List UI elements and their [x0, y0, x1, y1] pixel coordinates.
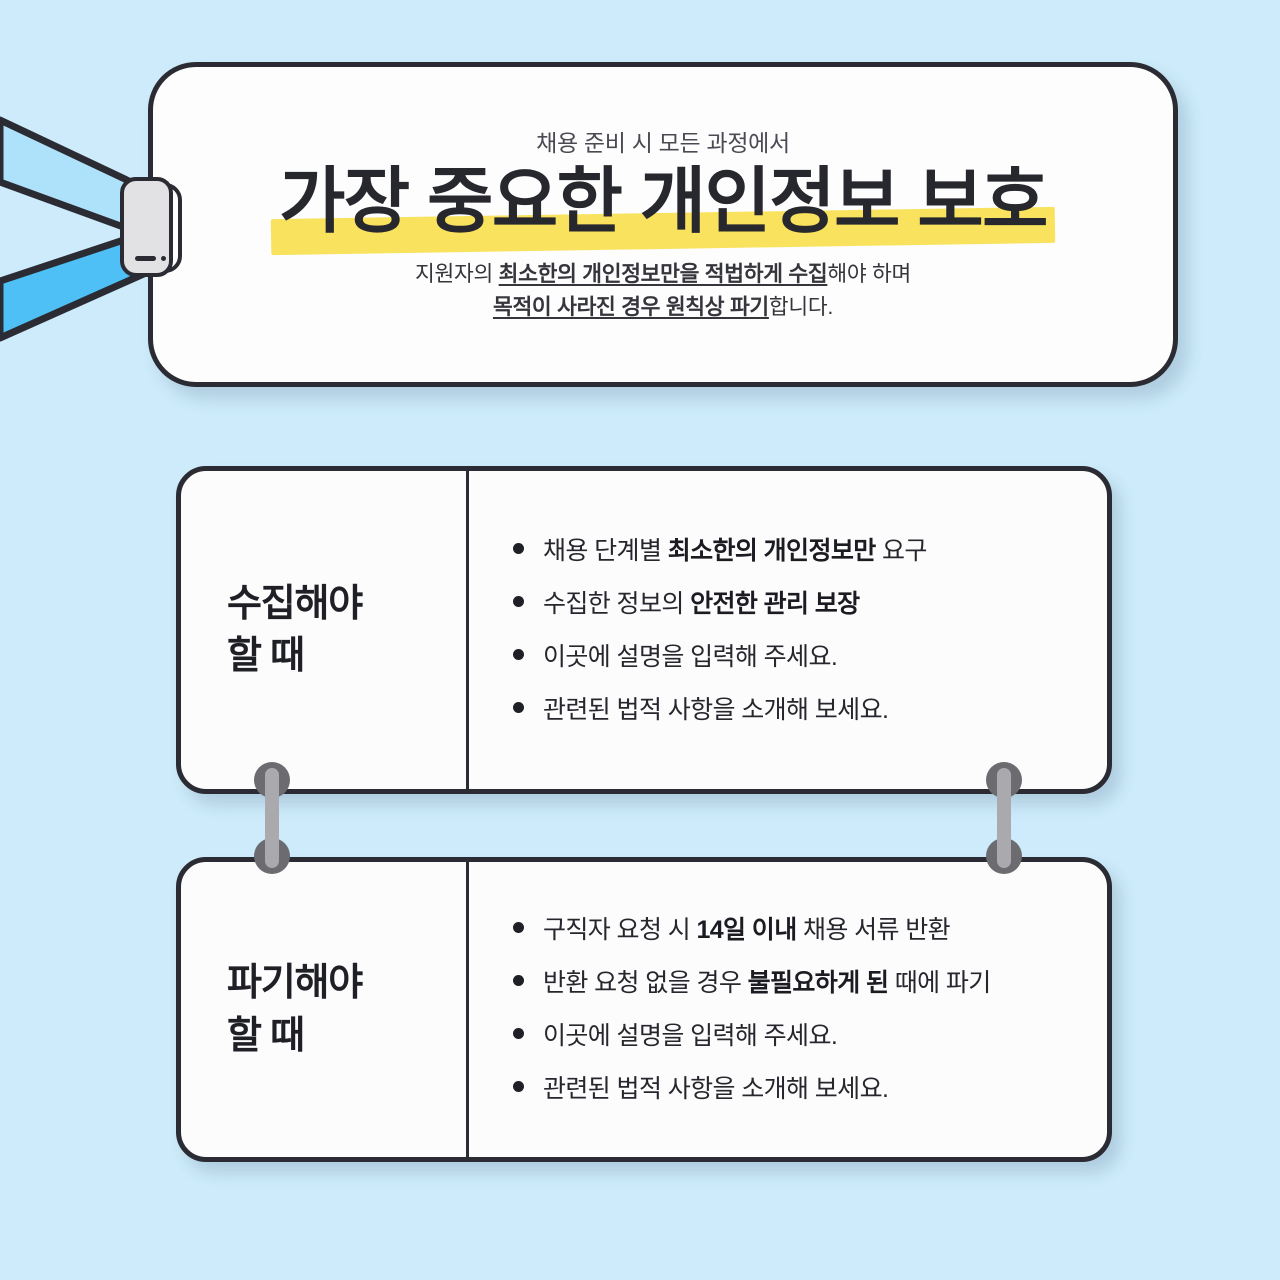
bullet-post: 요구	[875, 536, 927, 565]
bullet-bold: 최소한의 개인정보만	[667, 536, 877, 565]
projector-indicator-dot	[161, 256, 166, 261]
bullet-text: 구직자 요청 시 14일 이내 채용 서류 반환	[543, 915, 951, 945]
list-item: 관련된 법적 사항을 소개해 보세요.	[513, 1063, 1073, 1116]
bullet-text: 채용 단계별 최소한의 개인정보만 요구	[543, 536, 927, 566]
bullet-pre: 구직자 요청 시	[543, 916, 697, 944]
header-subtitle-line-1: 지원자의 최소한의 개인정보만을 적법하게 수집해야 하며	[415, 258, 911, 291]
bullet-pre: 반환 요청 없을 경우	[543, 969, 748, 997]
page-title: 가장 중요한 개인정보 보호	[279, 162, 1048, 243]
bullet-bold: 불필요하게 된	[747, 969, 889, 997]
bullet-dot-icon	[513, 542, 524, 554]
bullet-bold: 안전한 관리 보장	[690, 589, 860, 618]
bullet-dot-icon	[513, 648, 524, 660]
card-1-label-pane: 수집해야 할 때	[181, 471, 469, 789]
bullet-pre: 관련된 법적 사항을 소개해 보세요.	[543, 1075, 889, 1103]
bullet-dot-icon	[513, 1081, 524, 1092]
bullet-post: 때에 파기	[888, 969, 992, 997]
connector-pin-right	[986, 762, 1022, 874]
list-item: 반환 요청 없을 경우 불필요하게 된 때에 파기	[513, 957, 1073, 1010]
bullet-bold: 14일 이내	[696, 916, 797, 944]
bullet-text: 관련된 법적 사항을 소개해 보세요.	[543, 695, 889, 725]
bullet-pre: 이곳에 설명을 입력해 주세요.	[543, 642, 838, 671]
header-subtitle-line-2: 목적이 사라진 경우 원칙상 파기합니다.	[493, 291, 833, 324]
subtitle-2-emphasis: 목적이 사라진 경우 원칙상 파기	[492, 295, 769, 320]
card-1-bullet-list: 채용 단계별 최소한의 개인정보만 요구 수집한 정보의 안전한 관리 보장 이…	[469, 471, 1107, 789]
bullet-post: 채용 서류 반환	[796, 916, 951, 944]
bullet-dot-icon	[513, 922, 524, 933]
list-item: 이곳에 설명을 입력해 주세요.	[513, 1010, 1073, 1063]
content-card-destroy: 파기해야 할 때 구직자 요청 시 14일 이내 채용 서류 반환 반환 요청 …	[176, 857, 1112, 1162]
card-1-label: 수집해야 할 때	[227, 582, 363, 677]
content-card-collect: 수집해야 할 때 채용 단계별 최소한의 개인정보만 요구 수집한 정보의 안전…	[176, 466, 1112, 794]
card-2-bullet-list: 구직자 요청 시 14일 이내 채용 서류 반환 반환 요청 없을 경우 불필요…	[469, 862, 1107, 1157]
card-2-label: 파기해야 할 때	[227, 962, 363, 1057]
subtitle-1-post: 해야 하며	[827, 261, 911, 286]
bullet-pre: 관련된 법적 사항을 소개해 보세요.	[543, 695, 889, 724]
bullet-dot-icon	[513, 701, 524, 713]
connector-pin-left	[254, 762, 290, 874]
bullet-text: 수집한 정보의 안전한 관리 보장	[543, 589, 860, 619]
subtitle-2-post: 합니다.	[768, 295, 834, 320]
list-item: 구직자 요청 시 14일 이내 채용 서류 반환	[513, 904, 1073, 957]
bullet-pre: 이곳에 설명을 입력해 주세요.	[543, 1022, 838, 1050]
card-2-label-pane: 파기해야 할 때	[181, 862, 469, 1157]
list-item: 수집한 정보의 안전한 관리 보장	[513, 577, 1073, 630]
projector-body	[120, 177, 173, 277]
pin-stem	[997, 768, 1011, 868]
projector-device-icon	[118, 177, 184, 280]
bullet-dot-icon	[513, 595, 524, 607]
list-item: 관련된 법적 사항을 소개해 보세요.	[513, 683, 1073, 736]
subtitle-1-emphasis: 최소한의 개인정보만을 적법하게 수집	[498, 261, 828, 286]
list-item: 채용 단계별 최소한의 개인정보만 요구	[513, 524, 1073, 577]
bullet-pre: 수집한 정보의	[543, 589, 691, 618]
header-eyebrow: 채용 준비 시 모든 과정에서	[536, 130, 790, 157]
bullet-dot-icon	[513, 975, 524, 986]
list-item: 이곳에 설명을 입력해 주세요.	[513, 630, 1073, 683]
pin-stem	[265, 768, 279, 868]
subtitle-1-pre: 지원자의	[415, 261, 499, 286]
projector-lens-bar	[135, 256, 156, 261]
bullet-text: 반환 요청 없을 경우 불필요하게 된 때에 파기	[543, 968, 991, 998]
header-title-wrap: 가장 중요한 개인정보 보호	[269, 166, 1057, 256]
header-card: 채용 준비 시 모든 과정에서 가장 중요한 개인정보 보호 지원자의 최소한의…	[148, 62, 1178, 387]
bullet-text: 이곳에 설명을 입력해 주세요.	[543, 1021, 838, 1051]
bullet-text: 이곳에 설명을 입력해 주세요.	[543, 642, 838, 672]
bullet-pre: 채용 단계별	[543, 536, 668, 565]
bullet-text: 관련된 법적 사항을 소개해 보세요.	[543, 1074, 889, 1104]
bullet-dot-icon	[513, 1028, 524, 1039]
